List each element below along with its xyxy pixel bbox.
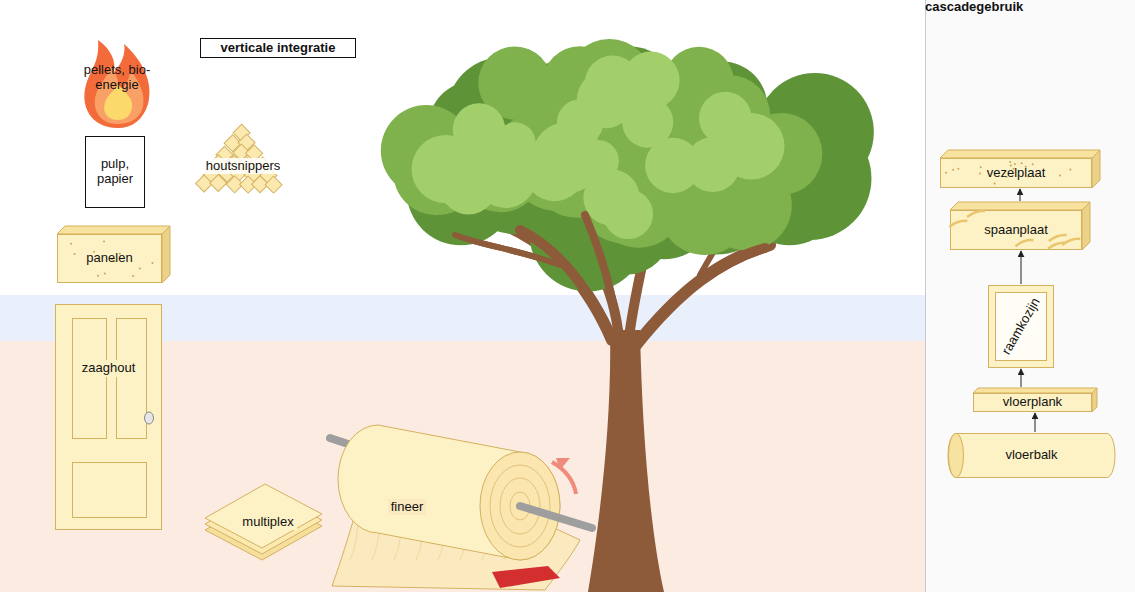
door-node: zaaghout [55, 304, 162, 530]
text-area: cascadegebruik [925, 0, 1023, 15]
text-area: raamkozijn [988, 285, 1054, 368]
text-area: vloerplank [973, 393, 1092, 412]
text-area: multiplex [228, 511, 308, 533]
veneer-roll-icon [330, 425, 592, 590]
node-label: multiplex [239, 514, 296, 531]
node-label: zaaghout [79, 360, 139, 377]
cascade-panel-ground [926, 0, 1135, 592]
node-label: pulp, papier [92, 157, 138, 187]
flow-arrow [1021, 369, 1022, 387]
text-area: pellets, bio-energie [72, 56, 162, 100]
flow-arrow [1021, 251, 1022, 284]
text-area: verticale integratie [201, 39, 355, 57]
node-label: fineer [388, 499, 427, 516]
text-area: zaaghout [55, 360, 162, 377]
node-label: verticale integratie [221, 41, 336, 56]
node-label: spaanplaat [984, 223, 1048, 238]
text-area: spaanplaat [950, 210, 1082, 250]
text-area: vloerbalk [948, 433, 1115, 478]
plywood-label: multiplex [228, 511, 308, 533]
text-area: vezelplaat [940, 158, 1092, 188]
node-label: houtsnippers [203, 158, 283, 175]
node-label: vloerbalk [1005, 448, 1057, 463]
node-label: vloerplank [1003, 395, 1062, 410]
node-label: panelen [86, 251, 132, 266]
heading-box: verticale integratie [200, 38, 356, 58]
multiplex-icon [205, 484, 322, 560]
cascade-panel: vezelplaat spaanplaat raamkozijn vloerplank… [925, 0, 1135, 592]
text-area: panelen [57, 234, 162, 283]
veneer-label: fineer [376, 496, 438, 518]
text-area: pulp, papier [86, 137, 144, 207]
text-area: houtsnippers [196, 156, 290, 177]
beam-cylinder: vloerbalk [948, 433, 1115, 478]
floorboard-block: vloerplank [973, 388, 1097, 412]
panel-block: panelen [57, 226, 170, 283]
chipboard-block: spaanplaat [950, 202, 1090, 250]
node-label: cascadegebruik [925, 0, 1023, 15]
text-area: fineer [376, 496, 438, 518]
node-label: pellets, bio-energie [74, 63, 160, 93]
chips-label: houtsnippers [196, 156, 290, 177]
fibreboard-block: vezelplaat [940, 150, 1100, 188]
energy-label: pellets, bio-energie [72, 56, 162, 100]
node-label: raamkozijn [999, 296, 1043, 358]
door-icon [56, 305, 162, 530]
node-label: vezelplaat [987, 166, 1046, 181]
flow-arrow [1020, 189, 1021, 201]
window-frame: raamkozijn [988, 285, 1054, 368]
flow-arrow [1035, 413, 1036, 432]
product-box: pulp, papier [85, 136, 145, 208]
